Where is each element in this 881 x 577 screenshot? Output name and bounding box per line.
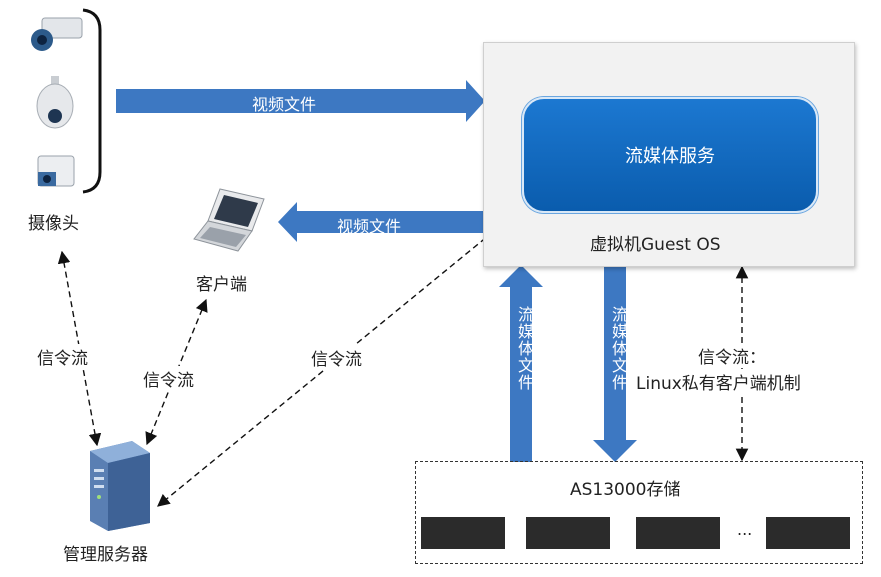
camera-small-icon (32, 150, 78, 196)
storage-to-vm-label: 流媒体文件 (515, 306, 534, 391)
camera-box-icon (28, 14, 86, 62)
stream-service-label: 流媒体服务 (625, 146, 715, 167)
signal-client-label: 信令流 (143, 366, 194, 391)
storage-more-label: ... (737, 520, 753, 539)
client-label: 客户端 (196, 275, 247, 295)
vm-label: 虚拟机Guest OS (590, 235, 721, 255)
camera-label: 摄像头 (28, 214, 79, 234)
vm-to-storage-label: 流媒体文件 (609, 306, 628, 391)
camera-to-vm-label: 视频文件 (252, 95, 317, 114)
camera-to-vm-arrow (116, 80, 485, 122)
signal-storage-label-1: 信令流： (698, 343, 766, 368)
signal-camera-line (57, 250, 102, 447)
storage-box (415, 461, 863, 564)
signal-vm-label: 信令流 (311, 345, 362, 370)
vm-to-storage-arrow (593, 265, 637, 462)
storage-rack-icon (421, 517, 505, 549)
camera-group-bracket (82, 8, 102, 194)
stream-service-box: 流媒体服务 (522, 97, 818, 213)
storage-rack-icon (526, 517, 610, 549)
camera-dome-icon (33, 76, 77, 136)
storage-label: AS13000存储 (570, 480, 681, 500)
storage-rack-icon (766, 517, 850, 549)
vm-to-client-label: 视频文件 (337, 217, 402, 236)
management-server-label: 管理服务器 (63, 545, 148, 565)
server-icon (80, 437, 156, 535)
signal-storage-label-2: Linux私有客户端机制 (636, 369, 801, 394)
signal-camera-label: 信令流 (37, 344, 88, 369)
storage-rack-icon (636, 517, 720, 549)
laptop-icon (190, 185, 270, 261)
